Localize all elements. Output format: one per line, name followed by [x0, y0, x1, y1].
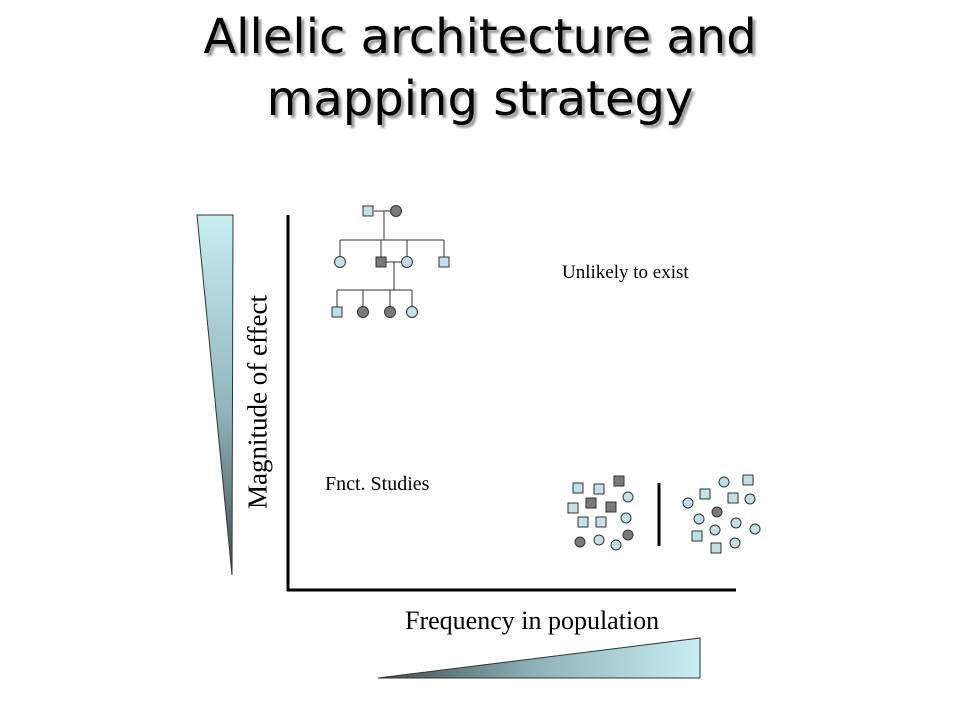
pedigree-female-unaffected [401, 256, 413, 268]
population-sample-icon [682, 474, 761, 554]
title-line-2: mapping strategy [266, 71, 694, 127]
y-axis-label: Magnitude of effect [242, 295, 273, 509]
pedigree-icon [331, 205, 450, 318]
pedigree-male-affected [375, 256, 387, 268]
title-line-1: Allelic architecture and [203, 9, 757, 65]
pedigree-male-unaffected [438, 256, 450, 268]
frequency-ramp-wedge [377, 637, 701, 679]
axes [286, 215, 736, 592]
pedigree-female-affected [384, 306, 396, 318]
magnitude-ramp-wedge [196, 214, 234, 576]
x-axis-label: Frequency in population [405, 606, 660, 635]
slide-title: Allelic architecture and mapping strateg… [0, 6, 960, 130]
pedigree-female-affected [357, 306, 369, 318]
annotation-unlikely-to-exist: Unlikely to exist [562, 262, 689, 283]
annotation-functional-studies: Fnct. Studies [325, 473, 430, 495]
pedigree-female-affected [390, 205, 402, 217]
pedigree-male-unaffected [331, 306, 343, 318]
population-sample-icon [567, 475, 634, 551]
pedigree-female-unaffected [406, 306, 418, 318]
pedigree-male-unaffected [362, 205, 374, 217]
pedigree-female-unaffected [334, 256, 346, 268]
